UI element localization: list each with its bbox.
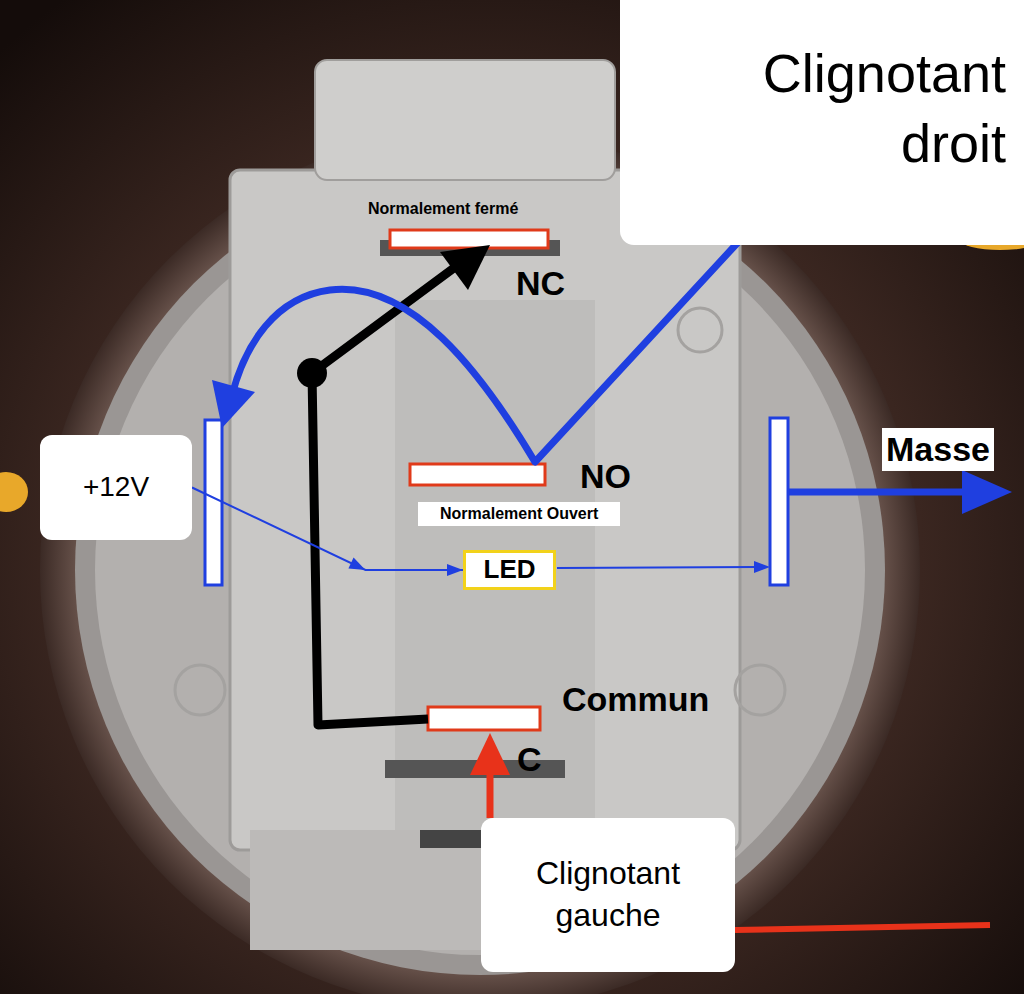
component-box: LED (463, 550, 556, 590)
terminal-label: Normalement Ouvert (418, 502, 620, 526)
callout-box: Clignotant gauche (481, 818, 735, 972)
node-text: +12V (83, 469, 149, 505)
arrow-head (447, 564, 463, 576)
terminal-name: NO (580, 457, 631, 496)
wire-connector (192, 488, 463, 570)
terminal-name: C (517, 740, 542, 779)
node-text: Clignotant droit (706, 38, 1006, 178)
ground-label: Masse (882, 428, 994, 471)
callout-box: Clignotant droit (620, 0, 1024, 245)
terminal-label: Normalement fermé (368, 200, 518, 218)
node-text: LED (484, 553, 536, 587)
terminal-label: Commun (562, 680, 709, 719)
terminal-name: NC (516, 264, 565, 303)
node-text: Clignotant gauche (498, 853, 718, 936)
callout-box: +12V (40, 435, 192, 540)
arrow-head (348, 558, 365, 570)
